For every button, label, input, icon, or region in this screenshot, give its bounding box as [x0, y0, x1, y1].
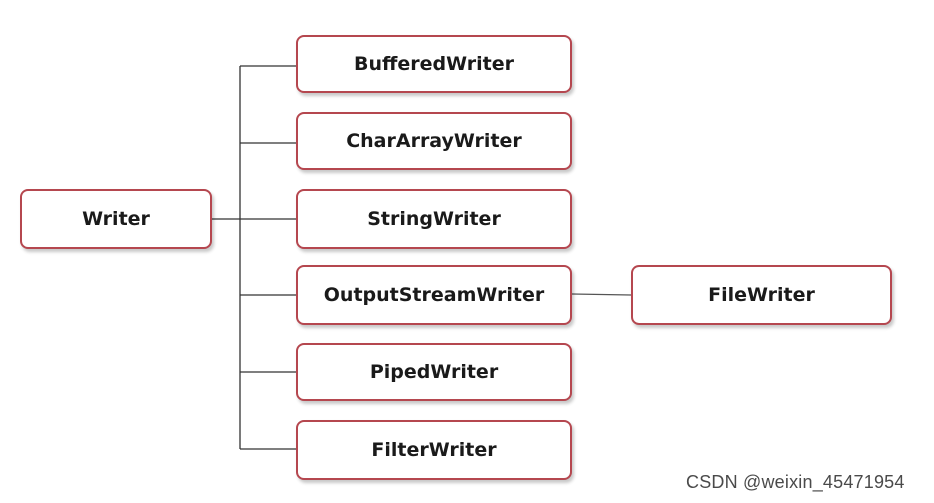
- branch-file: [571, 293, 632, 296]
- piped-writer-node: PipedWriter: [296, 343, 572, 401]
- buffered-writer-node: BufferedWriter: [296, 35, 572, 93]
- char-array-writer-node: CharArrayWriter: [296, 112, 572, 170]
- string-writer-node: StringWriter: [296, 189, 572, 249]
- writer-node: Writer: [20, 189, 212, 249]
- output-stream-writer-node: OutputStreamWriter: [296, 265, 572, 325]
- watermark-text: CSDN @weixin_45471954: [686, 472, 905, 492]
- file-writer-node: FileWriter: [631, 265, 892, 325]
- filter-writer-node: FilterWriter: [296, 420, 572, 480]
